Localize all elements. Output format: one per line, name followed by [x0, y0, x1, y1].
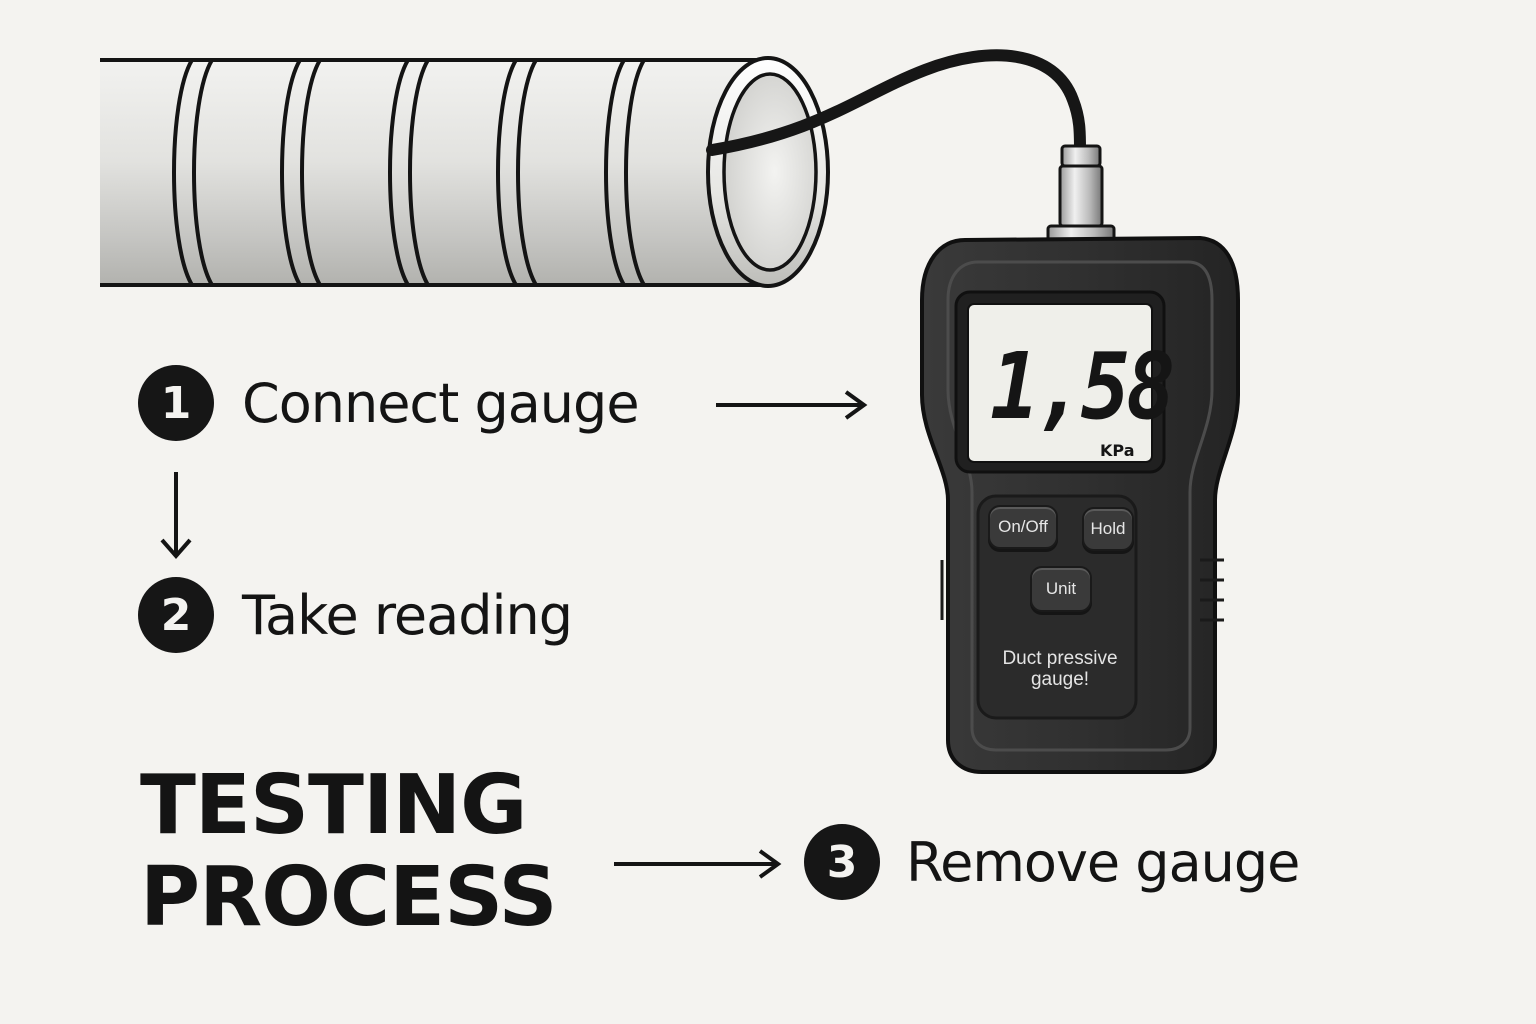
on-off-button[interactable]: On/Off: [988, 505, 1058, 549]
gauge-hose: [706, 49, 1086, 156]
step-number-badge: 3: [804, 824, 880, 900]
hose-connector: [1046, 144, 1116, 244]
title-line1: TESTING: [140, 758, 527, 853]
arrow-step1-to-gauge: [716, 390, 868, 420]
arrow-title-to-step3: [614, 849, 782, 879]
gauge-caption-line1: Duct pressive: [1002, 648, 1118, 669]
arrow-step1-to-step2: [160, 472, 192, 560]
step-number-badge: 1: [138, 365, 214, 441]
step-label: Remove gauge: [906, 830, 1300, 894]
gauge-caption: Duct pressive gauge!: [990, 648, 1130, 690]
step-take-reading: 2 Take reading: [138, 577, 573, 653]
page-title: TESTING PROCESS: [140, 758, 558, 945]
duct-band: [388, 58, 430, 287]
duct-band: [604, 58, 646, 287]
duct-band: [280, 58, 322, 287]
step-connect-gauge: 1 Connect gauge: [138, 365, 640, 441]
step-label: Take reading: [242, 583, 573, 647]
duct-band: [172, 58, 214, 287]
duct: [100, 56, 830, 288]
step-remove-gauge: 3 Remove gauge: [804, 824, 1300, 900]
duct-band: [496, 58, 538, 287]
unit-button[interactable]: Unit: [1030, 566, 1092, 612]
gauge-display: [954, 290, 1166, 474]
step-number-badge: 2: [138, 577, 214, 653]
gauge-caption-line2: gauge!: [1030, 669, 1090, 690]
pressure-reading: 1,58: [990, 334, 1175, 441]
title-line2: PROCESS: [140, 850, 558, 945]
duct-opening: [706, 56, 830, 288]
hold-button[interactable]: Hold: [1082, 507, 1134, 551]
pressure-unit: KPa: [1100, 441, 1135, 460]
step-label: Connect gauge: [242, 371, 640, 435]
